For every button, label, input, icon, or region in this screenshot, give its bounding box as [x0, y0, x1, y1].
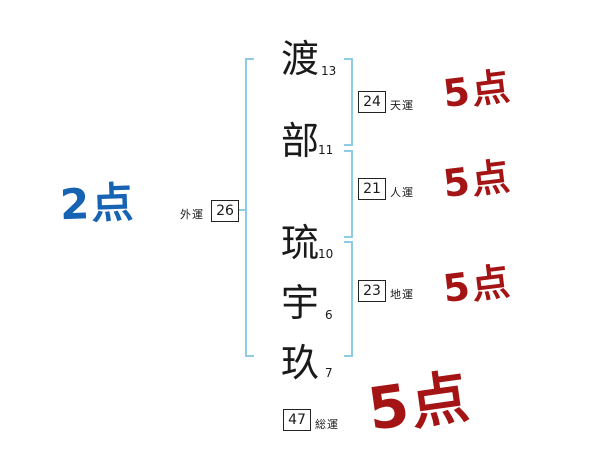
person-luck-bracket [344, 150, 353, 238]
person-luck-score: 5点 [440, 153, 514, 207]
earth-luck-bracket [344, 241, 353, 357]
name-character-2: 部 [281, 119, 320, 163]
name-character-5: 玖 [281, 341, 320, 385]
heaven-luck-score: 5点 [440, 63, 514, 117]
stroke-count-4: 6 [325, 308, 333, 322]
stroke-count-1: 13 [321, 64, 337, 78]
heaven-luck-bracket [344, 58, 353, 146]
total-luck-score: 5点 [363, 362, 475, 444]
outer-luck-value-box: 26 [211, 200, 239, 222]
earth-luck-value-box: 23 [358, 280, 386, 302]
earth-luck-label: 地運 [390, 288, 414, 301]
stroke-count-3: 10 [318, 247, 334, 261]
name-character-3: 琉 [281, 221, 320, 265]
outer-luck-bracket [245, 58, 254, 357]
heaven-luck-label: 天運 [390, 99, 414, 112]
total-luck-value-box: 47 [283, 409, 311, 431]
outer-luck-connector-line [237, 209, 246, 211]
outer-luck-score: 2点 [59, 177, 137, 230]
heaven-luck-value-box: 24 [358, 91, 386, 113]
outer-luck-label: 外運 [180, 208, 204, 221]
person-luck-label: 人運 [390, 186, 414, 199]
person-luck-value-box: 21 [358, 178, 386, 200]
name-character-4: 宇 [281, 281, 320, 325]
earth-luck-score: 5点 [440, 258, 514, 312]
name-character-1: 渡 [281, 37, 320, 81]
stroke-count-5: 7 [325, 366, 333, 380]
total-luck-label: 総運 [315, 418, 339, 431]
stroke-count-2: 11 [318, 143, 334, 157]
